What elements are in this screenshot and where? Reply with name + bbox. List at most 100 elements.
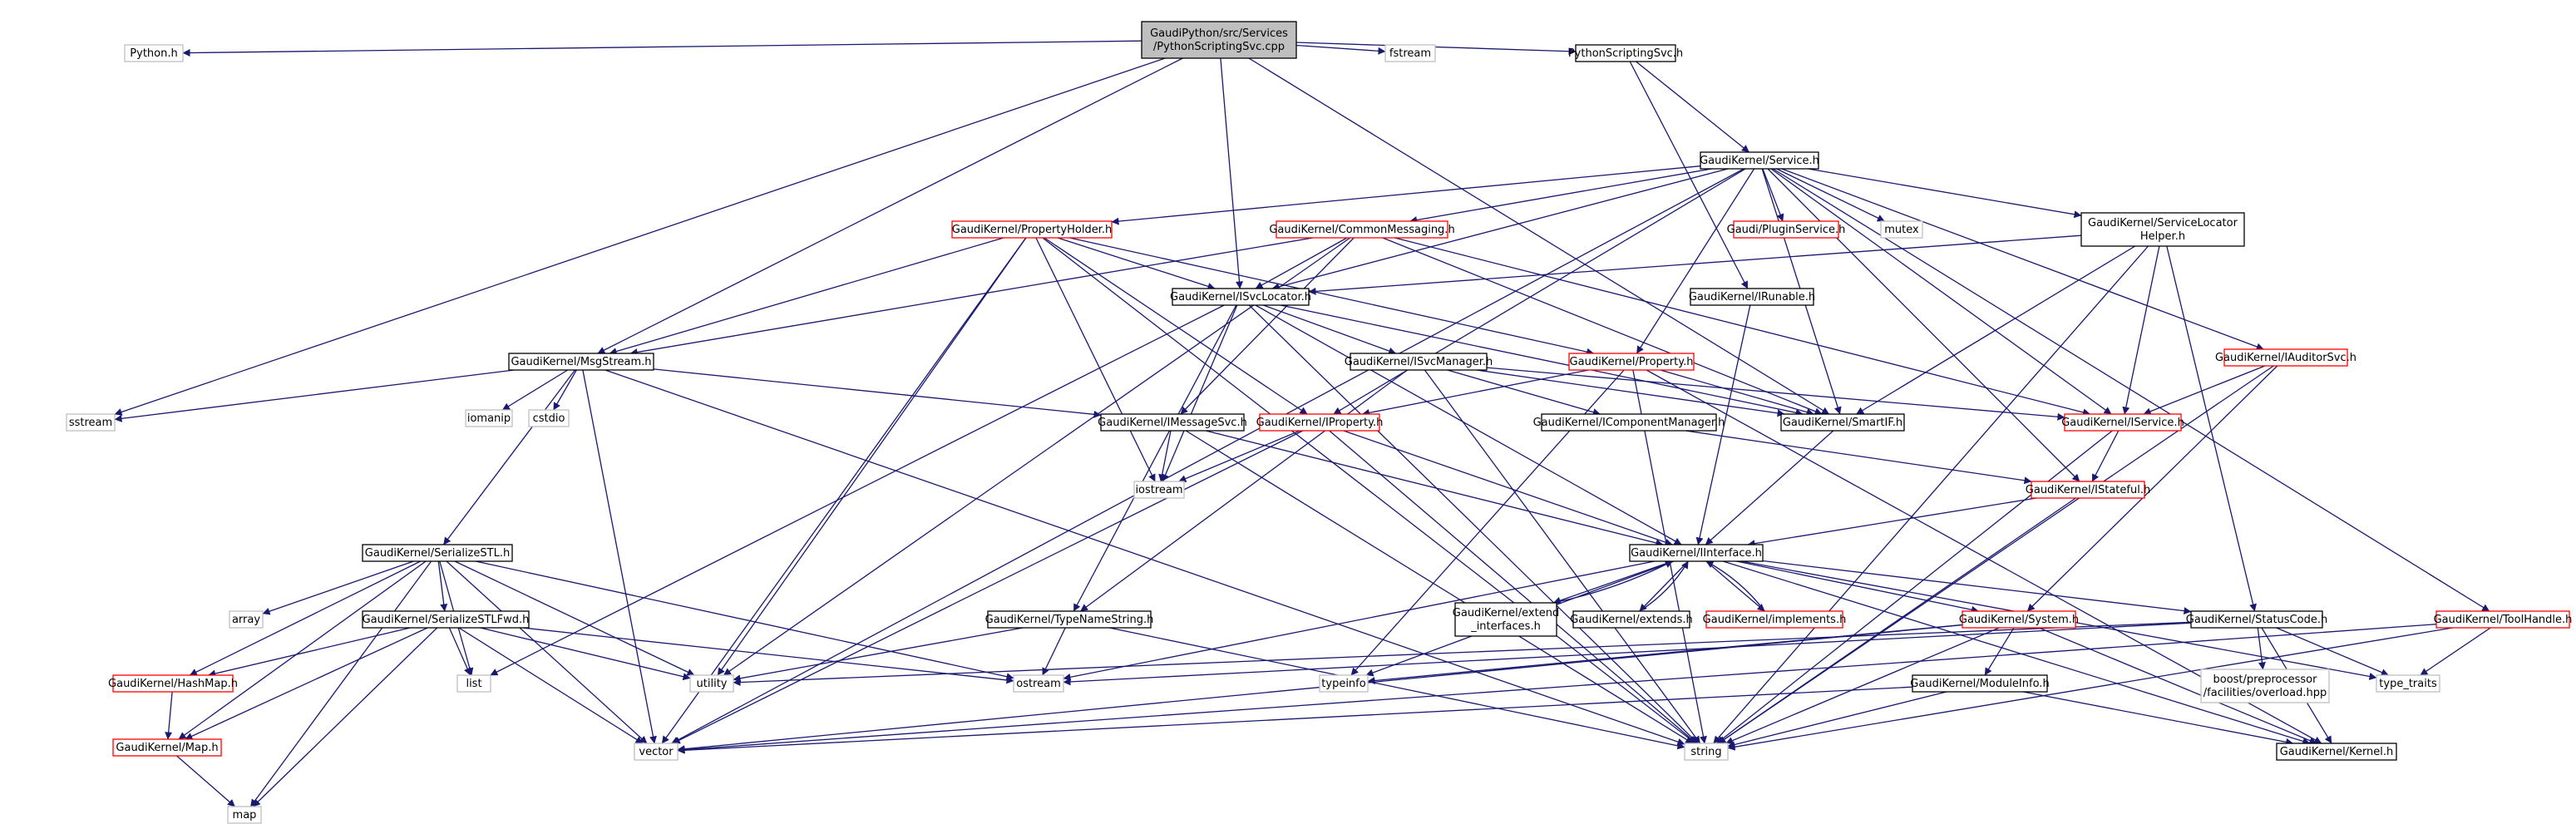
edge-msgstream-to-serializestl (442, 369, 576, 545)
node-typenamestr[interactable]: GaudiKernel/TypeNameString.h (985, 610, 1154, 629)
node-box (1454, 602, 1557, 637)
node-box (456, 674, 491, 693)
edge-line (1736, 560, 1979, 614)
edge-line (1073, 304, 1237, 612)
edge-line (1727, 627, 2453, 751)
edge-toolhandle-to-string (1727, 627, 2453, 751)
node-property-h[interactable]: GaudiKernel/Property.h (1568, 353, 1695, 371)
edge-pyscriptsvc_h-to-irunable (1629, 61, 1749, 289)
edge-line (672, 430, 1304, 744)
edge-line (114, 57, 1166, 416)
node-serializefwd[interactable]: GaudiKernel/SerializeSTLFwd.h (362, 610, 530, 629)
edge-line (609, 237, 1004, 355)
edge-serializefwd-to-list (448, 627, 471, 676)
node-box (1259, 413, 1380, 432)
edge-line (553, 369, 577, 411)
node-iservice[interactable]: GaudiKernel/IService.h (2061, 413, 2184, 432)
node-imessagesvc[interactable]: GaudiKernel/IMessageSvc.h (1098, 413, 1247, 432)
node-typeinfo: typeinfo (1319, 674, 1369, 693)
edge-implements-to-iinterface (1705, 560, 1765, 612)
edge-msgstream-to-cstdio (553, 369, 577, 411)
edge-line (178, 560, 427, 740)
node-box (66, 413, 116, 432)
node-serializestl[interactable]: GaudiKernel/SerializeSTL.h (362, 544, 513, 562)
edge-line (1476, 369, 1785, 417)
edge-propholder-to-iproperty (1044, 237, 1308, 415)
node-commonmsg[interactable]: GaudiKernel/CommonMessaging.h (1269, 220, 1455, 239)
edge-moduleinfo-to-string (1727, 691, 1947, 748)
node-hashmap[interactable]: GaudiKernel/HashMap.h (108, 674, 238, 693)
edge-line (1350, 369, 1625, 676)
node-service-h[interactable]: GaudiKernel/Service.h (1700, 151, 1819, 170)
node-box (634, 743, 679, 761)
node-extends[interactable]: GaudiKernel/extends.h (1570, 610, 1693, 629)
node-isvcmanager[interactable]: GaudiKernel/ISvcManager.h (1345, 353, 1493, 371)
edge-service_h-to-iservice (1770, 168, 2112, 415)
node-label: mutex (1884, 224, 1919, 236)
node-pluginsvc[interactable]: Gaudi/PluginService.h (1727, 220, 1846, 239)
node-moduleinfo[interactable]: GaudiKernel/ModuleInfo.h (1910, 674, 2050, 693)
edge-line (1382, 237, 1823, 415)
edge-line (1271, 168, 1729, 291)
edge-line (733, 621, 2192, 687)
node-iproperty[interactable]: GaudiKernel/IProperty.h (1256, 413, 1384, 432)
node-statuscode[interactable]: GaudiKernel/StatusCode.h (2186, 610, 2327, 629)
node-label: /facilities/overload.hpp (2203, 687, 2327, 699)
node-icompmgr[interactable]: GaudiKernel/IComponentManager.h (1533, 413, 1725, 432)
node-iauditorsvc[interactable]: GaudiKernel/IAuditorSvc.h (2215, 348, 2356, 367)
node-smartif[interactable]: GaudiKernel/SmartIF.h (1780, 413, 1905, 432)
node-label: type_traits (2379, 678, 2437, 690)
edge-line (2038, 627, 2317, 744)
edge-iinterface-to-extend_ifaces (1552, 560, 1673, 604)
node-cstdio: cstdio (528, 409, 570, 427)
edge-line (1255, 304, 1682, 545)
node-box (1629, 544, 1764, 562)
edge-line (1329, 430, 1697, 744)
edge-isvcmanager-to-smartif (1476, 369, 1785, 417)
node-label: map (233, 809, 257, 822)
node-propholder[interactable]: GaudiKernel/PropertyHolder.h (951, 220, 1113, 239)
node-label: GaudiKernel/System.h (1959, 614, 2079, 626)
node-box (1276, 220, 1448, 239)
edge-line (1781, 168, 2264, 351)
edge-root-to-isvclocator (1220, 57, 1243, 289)
edge-line (1984, 627, 2015, 676)
node-array: array (229, 610, 264, 629)
edge-root-to-python_h (182, 40, 1142, 57)
node-box (1962, 610, 2076, 629)
edge-line (1723, 560, 2311, 745)
node-irunable[interactable]: GaudiKernel/IRunable.h (1689, 288, 1815, 306)
edge-line (475, 560, 1014, 681)
edge-line (114, 369, 515, 422)
node-label: GaudiKernel/MsgStream.h (511, 356, 651, 368)
edge-msgstream-to-iomanip (501, 369, 569, 411)
edge-line (1248, 304, 1699, 744)
node-label: GaudiKernel/extends.h (1570, 614, 1693, 626)
node-box (227, 806, 262, 824)
edge-line (1255, 237, 1348, 289)
edge-map_h-to-map (176, 755, 235, 807)
node-map-h[interactable]: GaudiKernel/Map.h (112, 738, 222, 757)
node-pyscriptsvc-h[interactable]: PythonScriptingSvc.h (1568, 44, 1683, 62)
node-label: typeinfo (1321, 678, 1365, 690)
node-kernel-h[interactable]: GaudiKernel/Kernel.h (2276, 743, 2397, 761)
node-implements[interactable]: GaudiKernel/implements.h (1703, 610, 1847, 629)
node-label: cstdio (533, 412, 565, 425)
node-extend-ifaces[interactable]: GaudiKernel/extend_interfaces.h (1453, 602, 1559, 637)
node-isvclocator[interactable]: GaudiKernel/ISvcLocator.h (1170, 288, 1311, 306)
edge-svclochelper-to-iservice (2122, 245, 2160, 415)
node-iinterface[interactable]: GaudiKernel/IInterface.h (1629, 544, 1764, 562)
edge-moduleinfo-to-vector (677, 686, 1913, 754)
edge-line (1409, 168, 1712, 224)
node-box (2276, 743, 2397, 761)
node-istateful[interactable]: GaudiKernel/IStateful.h (2026, 481, 2150, 499)
node-box (1880, 220, 1923, 239)
node-root[interactable]: GaudiPython/src/Services/PythonScripting… (1141, 21, 1297, 59)
edge-serializestl-to-map_h (178, 560, 427, 740)
edge-service_h-to-toolhandle (1772, 168, 2490, 612)
node-msgstream[interactable]: GaudiKernel/MsgStream.h (508, 353, 654, 371)
node-toolhandle[interactable]: GaudiKernel/ToolHandle.h (2434, 610, 2573, 629)
node-system-h[interactable]: GaudiKernel/System.h (1959, 610, 2079, 629)
node-map: map (227, 806, 262, 824)
